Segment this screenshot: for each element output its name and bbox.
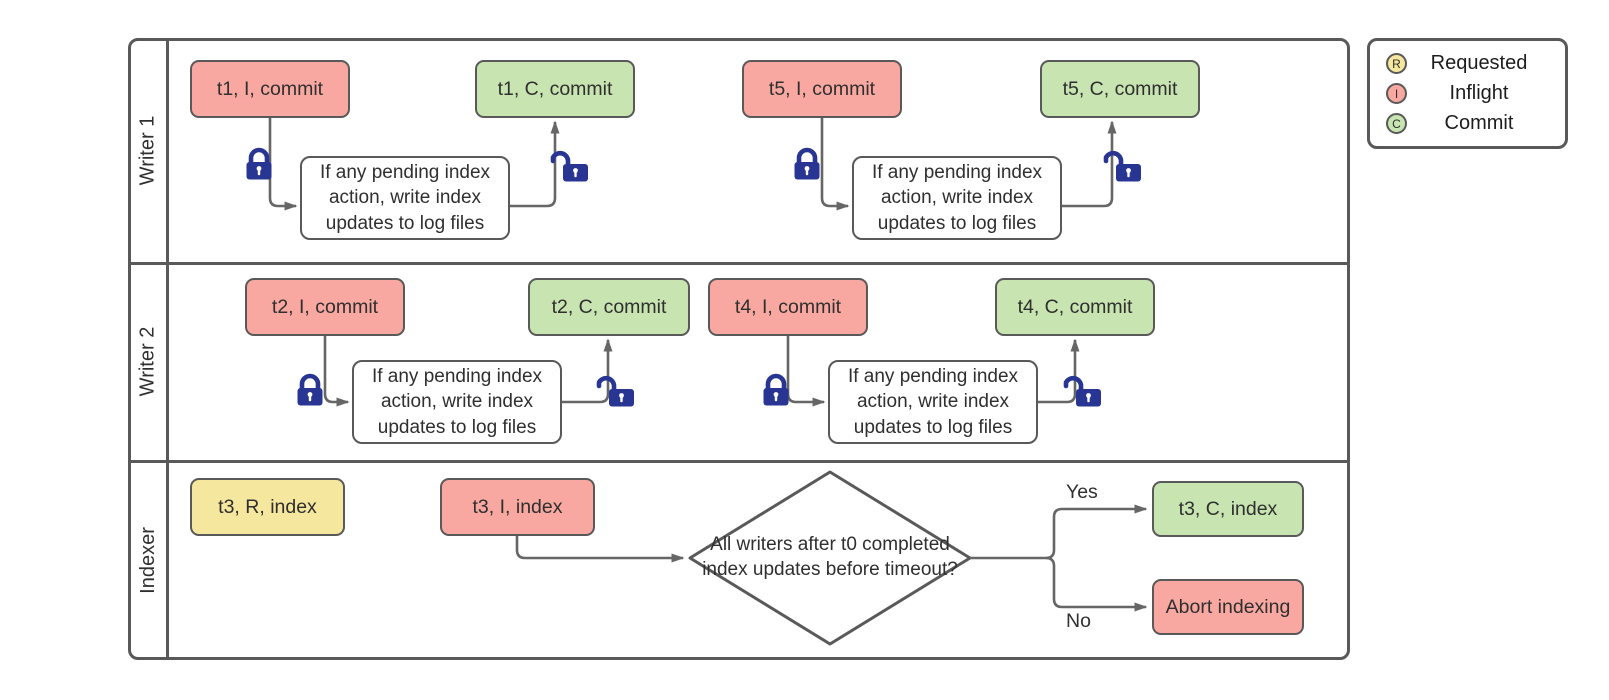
lane-label-indexer-text: Indexer (136, 526, 159, 594)
log-write-note-text: If any pending index action, write index… (871, 162, 1043, 234)
node-t2-commit-label: t2, C, commit (551, 295, 667, 318)
lock-closed-icon (247, 150, 272, 180)
connector-log-to-t2-commit (562, 338, 613, 404)
connector-t1-inflight-to-log (268, 118, 298, 211)
lock-closed-icon (298, 376, 323, 406)
lane-label-writer-2-text: Writer 2 (136, 326, 159, 396)
node-t5-inflight: t5, I, commit (742, 60, 902, 118)
decision-question: All writers after t0 completed index upd… (702, 534, 958, 580)
node-t1-commit-label: t1, C, commit (497, 77, 613, 100)
log-write-note-text: If any pending index action, write index… (847, 366, 1019, 438)
node-t2-inflight: t2, I, commit (245, 278, 405, 336)
lane-label-writer-1: Writer 1 (128, 38, 168, 262)
log-write-note-writer2-t4: If any pending index action, write index… (828, 360, 1038, 444)
lock-closed-icon (795, 150, 820, 180)
node-t3-requested-label: t3, R, index (218, 495, 317, 518)
log-write-note-writer2-t2: If any pending index action, write index… (352, 360, 562, 444)
legend-label-requested: Requested (1430, 52, 1528, 74)
lane-label-column-divider (166, 38, 169, 660)
lane-label-indexer: Indexer (128, 460, 168, 660)
node-t3-inflight-label: t3, I, index (472, 495, 563, 518)
connector-t2-inflight-to-log (323, 336, 350, 407)
node-t1-inflight-label: t1, I, commit (216, 77, 324, 100)
legend-label-commit: Commit (1444, 112, 1514, 134)
swimlane-frame (128, 38, 1350, 660)
node-t3-commit: t3, C, index (1152, 481, 1304, 537)
node-abort-indexing-label: Abort indexing (1165, 595, 1291, 618)
legend-row-inflight: I Inflight (1386, 82, 1551, 105)
node-t4-inflight-label: t4, I, commit (734, 295, 842, 318)
connector-decision-yes-to-t3-commit (970, 504, 1148, 560)
lane-divider-writer1-writer2 (128, 262, 1350, 265)
lock-closed-icon (764, 376, 789, 406)
node-t1-commit: t1, C, commit (475, 60, 635, 118)
lane-label-writer-1-text: Writer 1 (136, 115, 159, 185)
log-write-note-writer1-t1: If any pending index action, write index… (300, 156, 510, 240)
connector-log-to-t4-commit (1038, 338, 1080, 404)
node-t3-inflight: t3, I, index (440, 478, 595, 536)
node-t4-commit: t4, C, commit (995, 278, 1155, 336)
node-t3-commit-label: t3, C, index (1178, 497, 1278, 520)
legend-letter: C (1392, 116, 1401, 131)
commit-state-icon: C (1386, 113, 1407, 134)
node-t4-inflight: t4, I, commit (708, 278, 868, 336)
inflight-state-icon: I (1386, 83, 1407, 104)
lock-open-icon (553, 153, 588, 181)
connector-log-to-t1-commit (510, 120, 560, 208)
node-t1-inflight: t1, I, commit (190, 60, 350, 118)
node-t4-commit-label: t4, C, commit (1017, 295, 1133, 318)
node-t2-inflight-label: t2, I, commit (271, 295, 379, 318)
decision-yes-label: Yes (1066, 481, 1098, 503)
connector-t4-inflight-to-log (786, 336, 826, 407)
connector-log-to-t5-commit (1062, 120, 1117, 208)
connector-t3-inflight-to-decision (515, 536, 685, 563)
legend-letter: R (1392, 56, 1401, 71)
node-t2-commit: t2, C, commit (528, 278, 690, 336)
node-t5-commit: t5, C, commit (1040, 60, 1200, 118)
log-write-note-writer1-t5: If any pending index action, write index… (852, 156, 1062, 240)
node-t3-requested: t3, R, index (190, 478, 345, 536)
requested-state-icon: R (1386, 53, 1407, 74)
log-write-note-text: If any pending index action, write index… (319, 162, 491, 234)
legend-row-commit: C Commit (1386, 112, 1551, 135)
connector-t5-inflight-to-log (820, 118, 850, 211)
legend-row-requested: R Requested (1386, 52, 1551, 75)
lane-divider-writer2-indexer (128, 460, 1350, 463)
node-t5-commit-label: t5, C, commit (1062, 77, 1178, 100)
decision-no-label: No (1066, 610, 1091, 632)
node-abort-indexing: Abort indexing (1152, 579, 1304, 635)
connector-decision-no-to-abort (1045, 556, 1148, 612)
legend: R Requested I Inflight C Commit (1367, 38, 1568, 149)
log-write-note-text: If any pending index action, write index… (371, 366, 543, 438)
lane-label-writer-2: Writer 2 (128, 262, 168, 460)
legend-letter: I (1394, 86, 1399, 101)
node-t5-inflight-label: t5, I, commit (768, 77, 876, 100)
legend-label-inflight: Inflight (1449, 82, 1509, 104)
